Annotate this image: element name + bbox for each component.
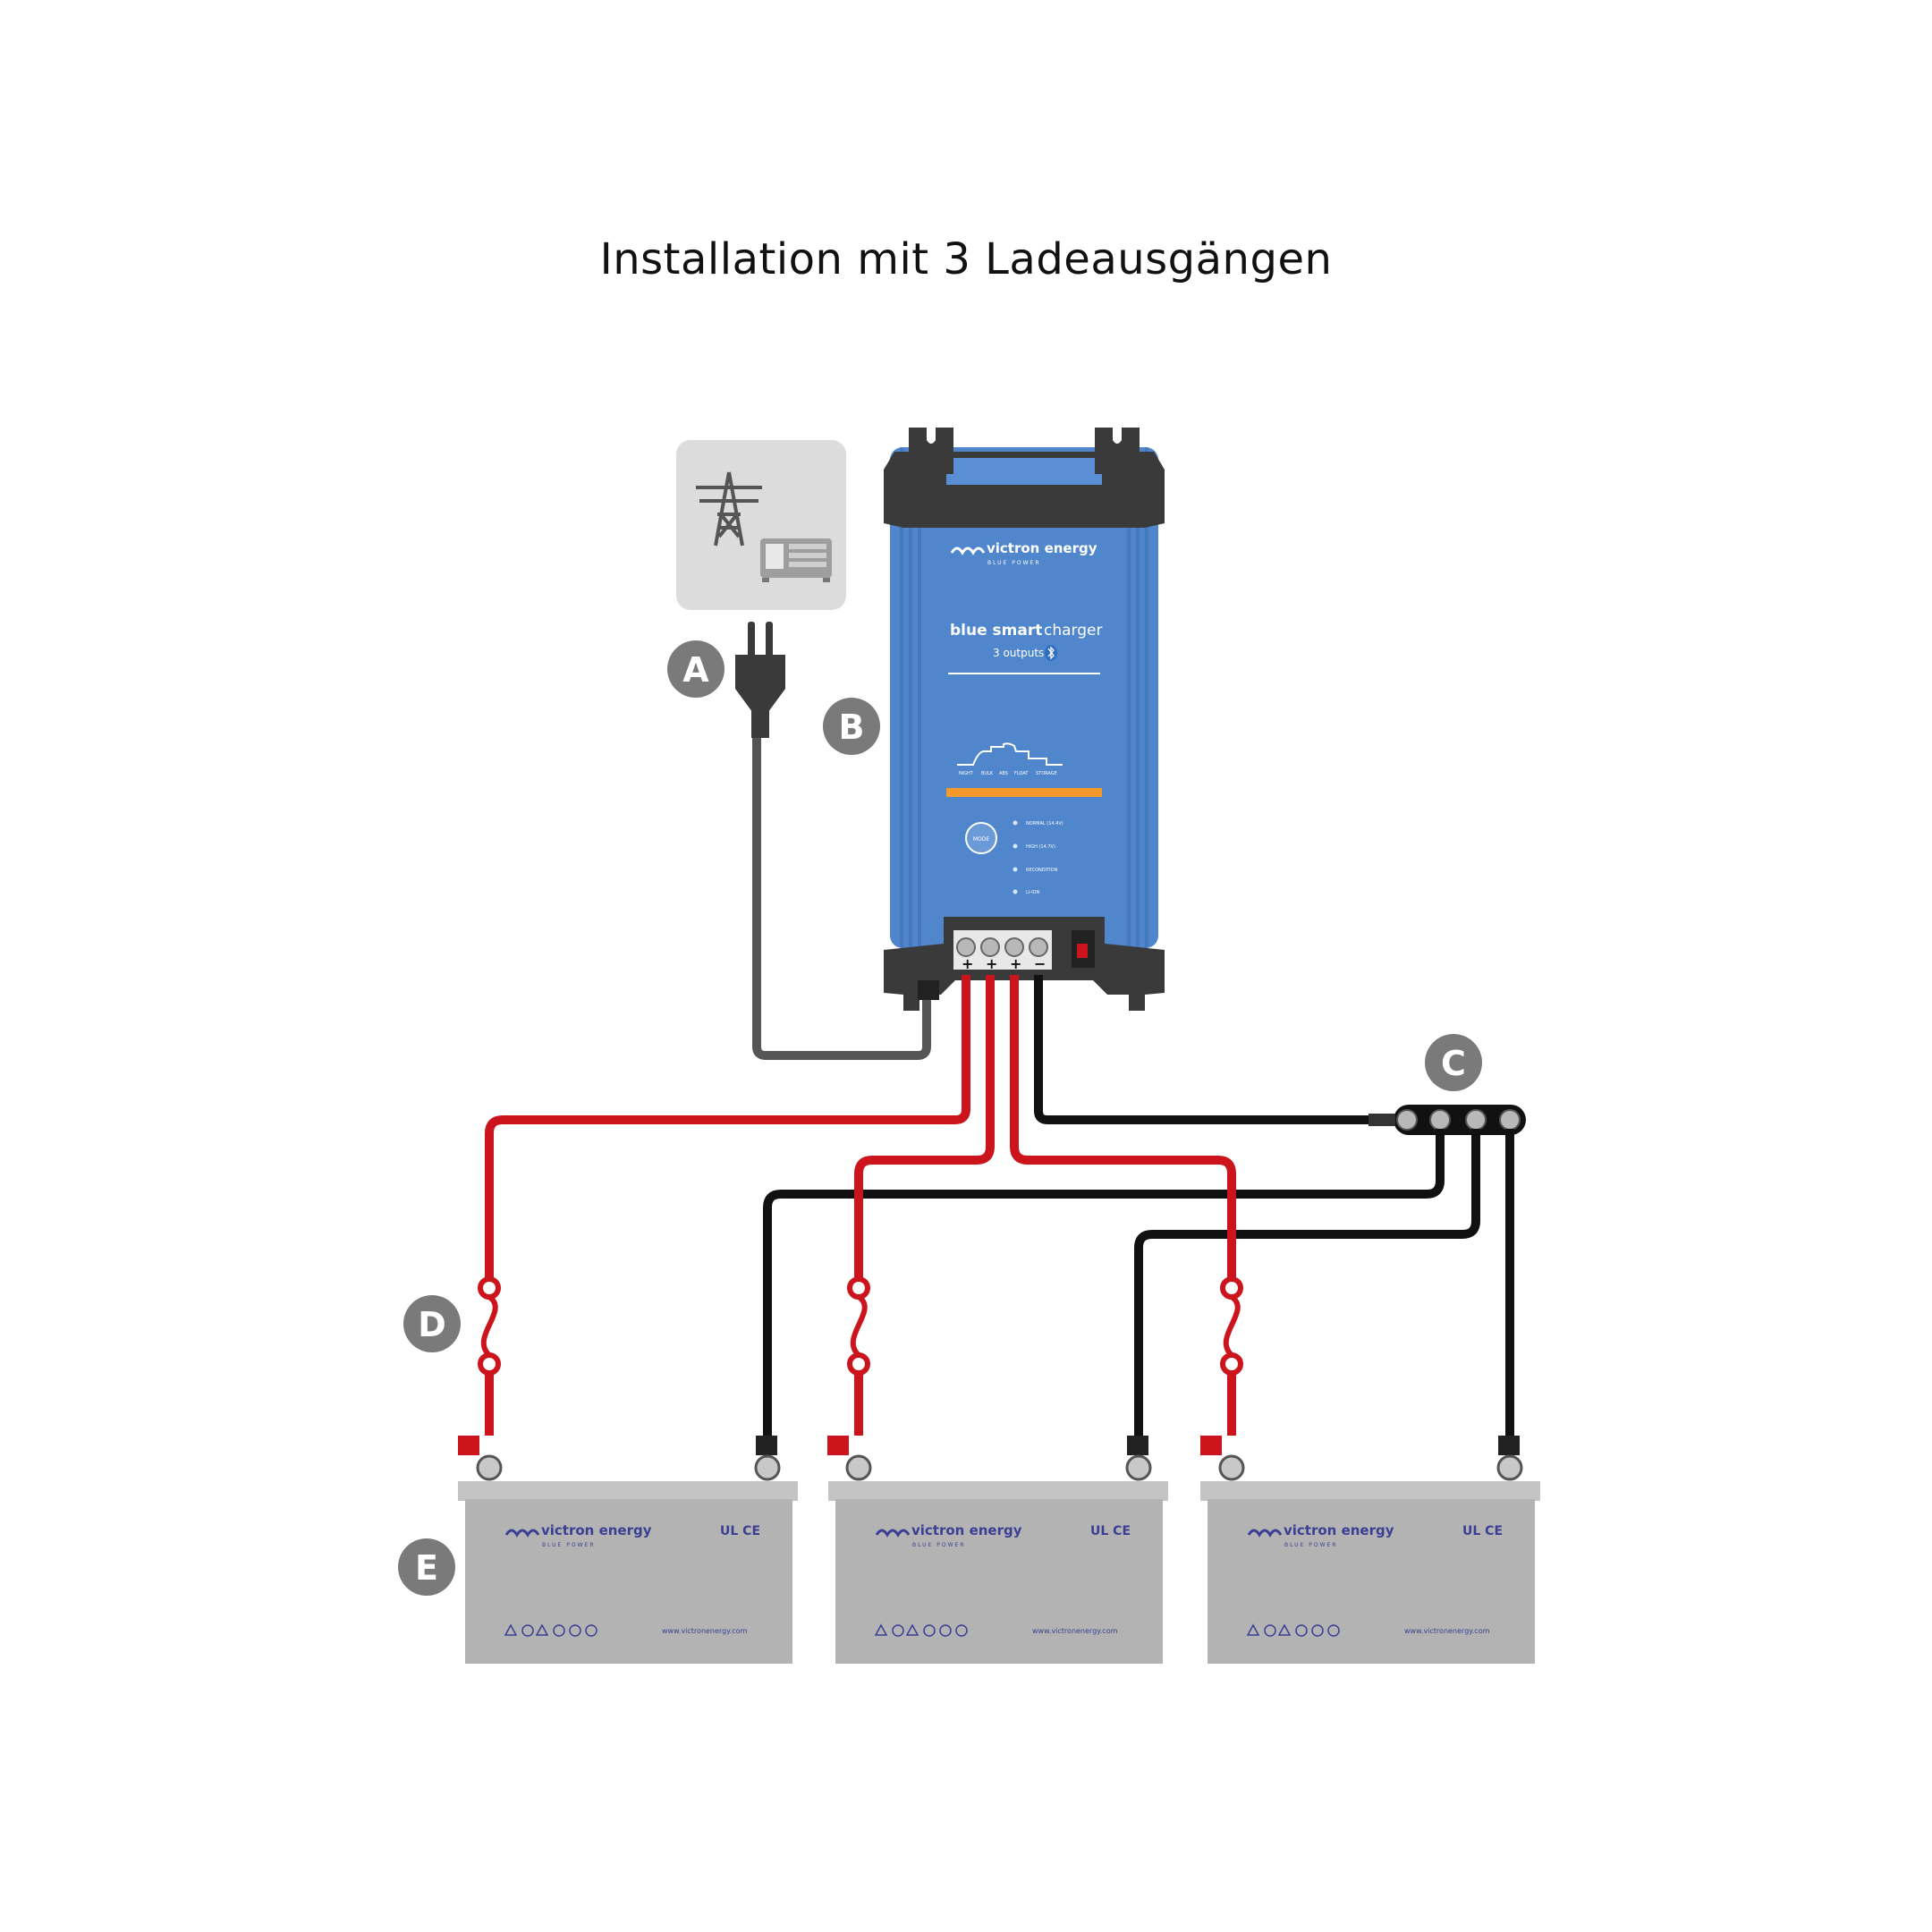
mode-button[interactable]: MODE	[965, 822, 997, 854]
svg-text:E: E	[415, 1548, 438, 1588]
product-name-bold: blue smart	[950, 622, 1042, 640]
battery-2-website: www.victronenergy.com	[1032, 1627, 1118, 1635]
battery-3-brand: victron energy	[1284, 1522, 1394, 1538]
diagram-title: Installation mit 3 Ladeausgängen	[599, 234, 1333, 284]
terminal-plus-2: +	[986, 955, 997, 972]
terminal-plus-1: +	[962, 955, 973, 972]
stage-float: FLOAT	[1014, 771, 1029, 776]
mode-button-label: MODE	[973, 836, 990, 843]
generator-icon	[760, 538, 832, 582]
victron-logo: victron energy BLUE POWER	[950, 540, 1097, 566]
svg-text:A: A	[682, 650, 709, 690]
stage-night: NIGHT	[959, 771, 974, 776]
svg-text:D: D	[418, 1305, 446, 1344]
charger: victron energy BLUE POWER blue smart cha…	[884, 428, 1165, 1011]
svg-text:NIGHT BULK ABS: NIGHT BULK ABS FLOAT STORAGE	[959, 771, 1057, 776]
battery-1: victron energy BLUE POWER UL CE www.vict…	[458, 1436, 798, 1664]
battery-1-brand: victron energy	[541, 1522, 652, 1538]
svg-text:B: B	[839, 708, 865, 747]
battery-2-marks: UL CE	[1090, 1524, 1131, 1538]
stage-bulk: BULK	[981, 771, 994, 776]
power-switch[interactable]	[1077, 944, 1088, 958]
black-cable-main	[1034, 975, 1386, 1124]
battery-3: victron energy BLUE POWER UL CE www.vict…	[1200, 1436, 1540, 1664]
battery-1-website: www.victronenergy.com	[662, 1627, 748, 1635]
battery-3-marks: UL CE	[1462, 1524, 1503, 1538]
battery-2-brand: victron energy	[911, 1522, 1022, 1538]
battery-1-brand-sub: BLUE POWER	[542, 1542, 595, 1548]
stage-storage: STORAGE	[1036, 771, 1057, 776]
charger-brand: victron energy	[987, 540, 1097, 556]
mode-recondition: RECONDITION	[1026, 868, 1058, 873]
battery-2-brand-sub: BLUE POWER	[912, 1542, 965, 1548]
label-d: D	[403, 1295, 461, 1352]
mode-high: HIGH (14.7V)	[1026, 844, 1055, 850]
charge-curve-icon	[957, 742, 1063, 766]
label-b: B	[823, 698, 880, 755]
label-e: E	[398, 1538, 455, 1596]
power-pylon-icon	[696, 471, 762, 547]
ac-source-panel	[676, 440, 846, 610]
bluetooth-icon	[1045, 645, 1057, 661]
product-name-light: charger	[1044, 622, 1102, 640]
stage-abs: ABS	[999, 771, 1008, 776]
battery-1-marks: UL CE	[720, 1524, 760, 1538]
outputs-label: 3 outputs	[993, 647, 1044, 659]
mode-li-ion: LI-ION	[1026, 890, 1039, 895]
terminal-plus-3: +	[1010, 955, 1021, 972]
battery-3-brand-sub: BLUE POWER	[1284, 1542, 1337, 1548]
fuse-icon	[478, 1276, 1243, 1376]
label-c: C	[1425, 1034, 1482, 1091]
svg-text:C: C	[1441, 1044, 1466, 1083]
battery-2: victron energy BLUE POWER UL CE www.vict…	[827, 1436, 1168, 1664]
svg-text:+ + + −: + + + −	[962, 955, 1046, 972]
charger-brand-sub: BLUE POWER	[987, 560, 1040, 566]
plug-icon	[735, 622, 785, 738]
ac-cable	[752, 716, 931, 1060]
status-bar	[946, 788, 1102, 797]
mode-normal: NORMAL (14.4V)	[1026, 821, 1063, 826]
label-a: A	[667, 640, 724, 698]
battery-3-website: www.victronenergy.com	[1404, 1627, 1490, 1635]
terminal-minus: −	[1034, 955, 1046, 972]
red-cables	[485, 975, 1236, 1436]
terminal-screws	[956, 937, 1048, 957]
busbar-icon	[1368, 1105, 1526, 1135]
mode-leds: NORMAL (14.4V) HIGH (14.7V) RECONDITION …	[1013, 820, 1063, 895]
black-cables	[763, 1129, 1514, 1436]
